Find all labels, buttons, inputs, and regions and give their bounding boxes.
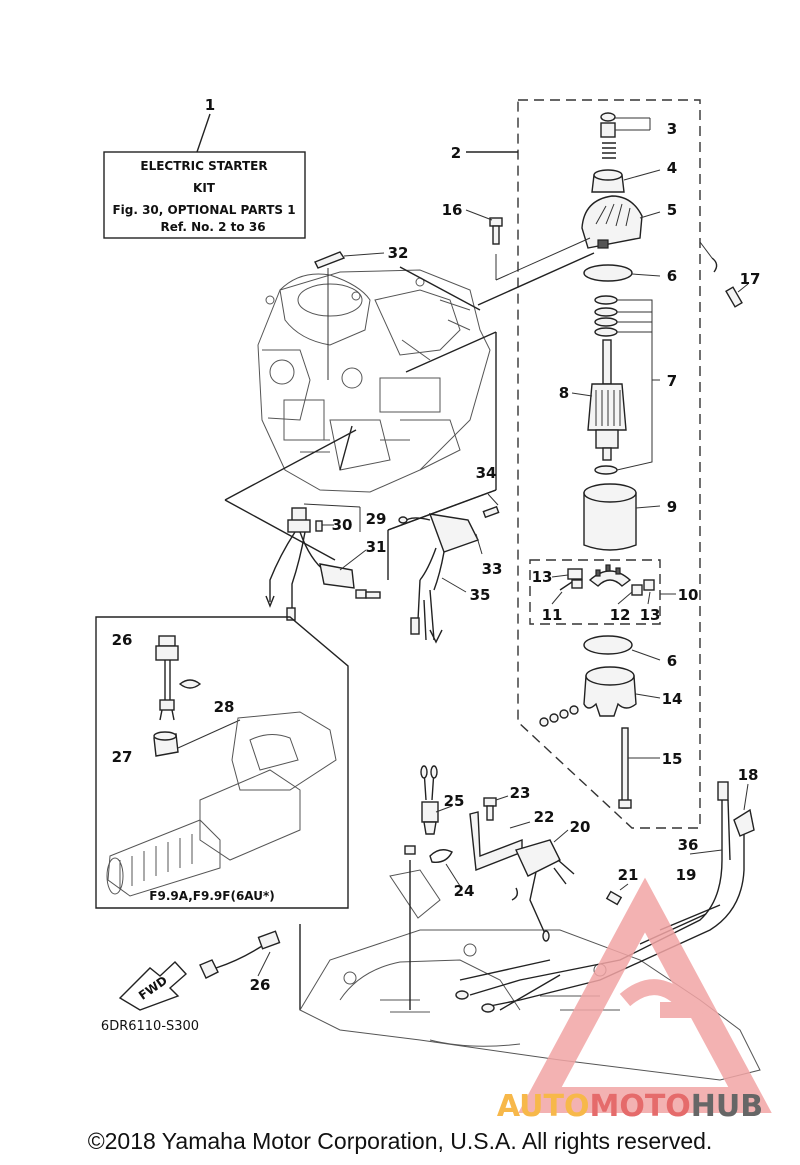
callout-15: 15 — [662, 750, 683, 768]
through-bolt-washers — [539, 705, 579, 727]
callout-25: 25 — [444, 792, 465, 810]
copyright-notice: ©2018 Yamaha Motor Corporation, U.S.A. A… — [87, 1128, 713, 1154]
callout-5: 5 — [667, 201, 677, 219]
callout-13: 13 — [532, 568, 553, 586]
callout-27: 27 — [112, 748, 133, 766]
callout-10: 10 — [678, 586, 699, 604]
callout-20: 20 — [570, 818, 591, 836]
callout-34: 34 — [476, 464, 497, 482]
callout-13b: 13 — [640, 606, 661, 624]
callout-11: 11 — [542, 606, 563, 624]
callout-21: 21 — [618, 866, 639, 884]
lower-bracket — [583, 675, 637, 717]
rectifier-33-34-35 — [387, 489, 500, 644]
inset-model-label: F9.9A,F9.9F(6AU*) — [149, 889, 274, 903]
callout-30: 30 — [332, 516, 353, 534]
callout-8: 8 — [559, 384, 569, 402]
bolt-16 — [465, 209, 591, 281]
relay-and-switch-parts — [389, 765, 629, 1010]
kit-label-line4: Ref. No. 2 to 36 — [160, 220, 265, 234]
callout-14: 14 — [662, 690, 683, 708]
brush-holder-parts — [551, 564, 655, 605]
part-26b — [199, 930, 281, 979]
kit-label-line3: Fig. 30, OPTIONAL PARTS 1 — [112, 203, 295, 217]
watermark-text: AUTOMOTOHUB — [497, 1089, 763, 1124]
watermark-part2: MOTO — [589, 1089, 690, 1124]
kit-label-line2: KIT — [193, 181, 216, 195]
callout-22: 22 — [534, 808, 555, 826]
kit-label-line1: ELECTRIC STARTER — [140, 159, 267, 173]
callout-23: 23 — [510, 784, 531, 802]
callout-29: 29 — [366, 510, 387, 528]
callout-2: 2 — [451, 144, 461, 162]
callout-24: 24 — [454, 882, 475, 900]
through-bolt — [621, 727, 629, 809]
bolt-17 — [699, 241, 749, 308]
callout-26b: 26 — [250, 976, 271, 994]
callout-6: 6 — [667, 267, 677, 285]
callout-35: 35 — [470, 586, 491, 604]
callout-31: 31 — [366, 538, 387, 556]
callout-32: 32 — [388, 244, 409, 262]
starter-motor-stack — [571, 112, 661, 551]
callout-18: 18 — [738, 766, 759, 784]
callout-4: 4 — [667, 159, 677, 177]
drawing-code: 6DR6110-S300 — [101, 1019, 199, 1034]
brush-holder-box — [529, 559, 661, 625]
callout-19: 19 — [676, 866, 697, 884]
callout-16: 16 — [442, 201, 463, 219]
callout-1: 1 — [205, 96, 215, 114]
callout-36: 36 — [678, 836, 699, 854]
callout-numbers: 1 2 3 4 5 6 7 8 9 10 11 12 13 13 6 14 15… — [112, 96, 761, 994]
connector-29-30-31 — [265, 503, 381, 621]
fwd-arrow: FWD — [118, 961, 188, 1011]
callout-7: 7 — [667, 372, 677, 390]
watermark-part1: AUTO — [497, 1089, 590, 1124]
watermark-part3: HUB — [691, 1089, 763, 1124]
part-32 — [314, 251, 385, 380]
callout-3: 3 — [667, 120, 677, 138]
battery-cables — [455, 781, 755, 1013]
callout-28: 28 — [214, 698, 235, 716]
callout-12: 12 — [610, 606, 631, 624]
starter-kit-boundary — [517, 99, 701, 829]
callout-33: 33 — [482, 560, 503, 578]
kit-label-box: ELECTRIC STARTER KIT Fig. 30, OPTIONAL P… — [103, 151, 306, 239]
watermark-logo — [518, 877, 772, 1113]
tiller-handle — [106, 711, 337, 897]
lower-engine-section — [299, 929, 761, 1081]
inset-frame — [95, 616, 349, 909]
callout-9: 9 — [667, 498, 677, 516]
callout-26: 26 — [112, 631, 133, 649]
engine-powerhead — [257, 269, 491, 493]
callout-6b: 6 — [667, 652, 677, 670]
callout-17: 17 — [740, 270, 761, 288]
inset-parts — [153, 635, 241, 757]
